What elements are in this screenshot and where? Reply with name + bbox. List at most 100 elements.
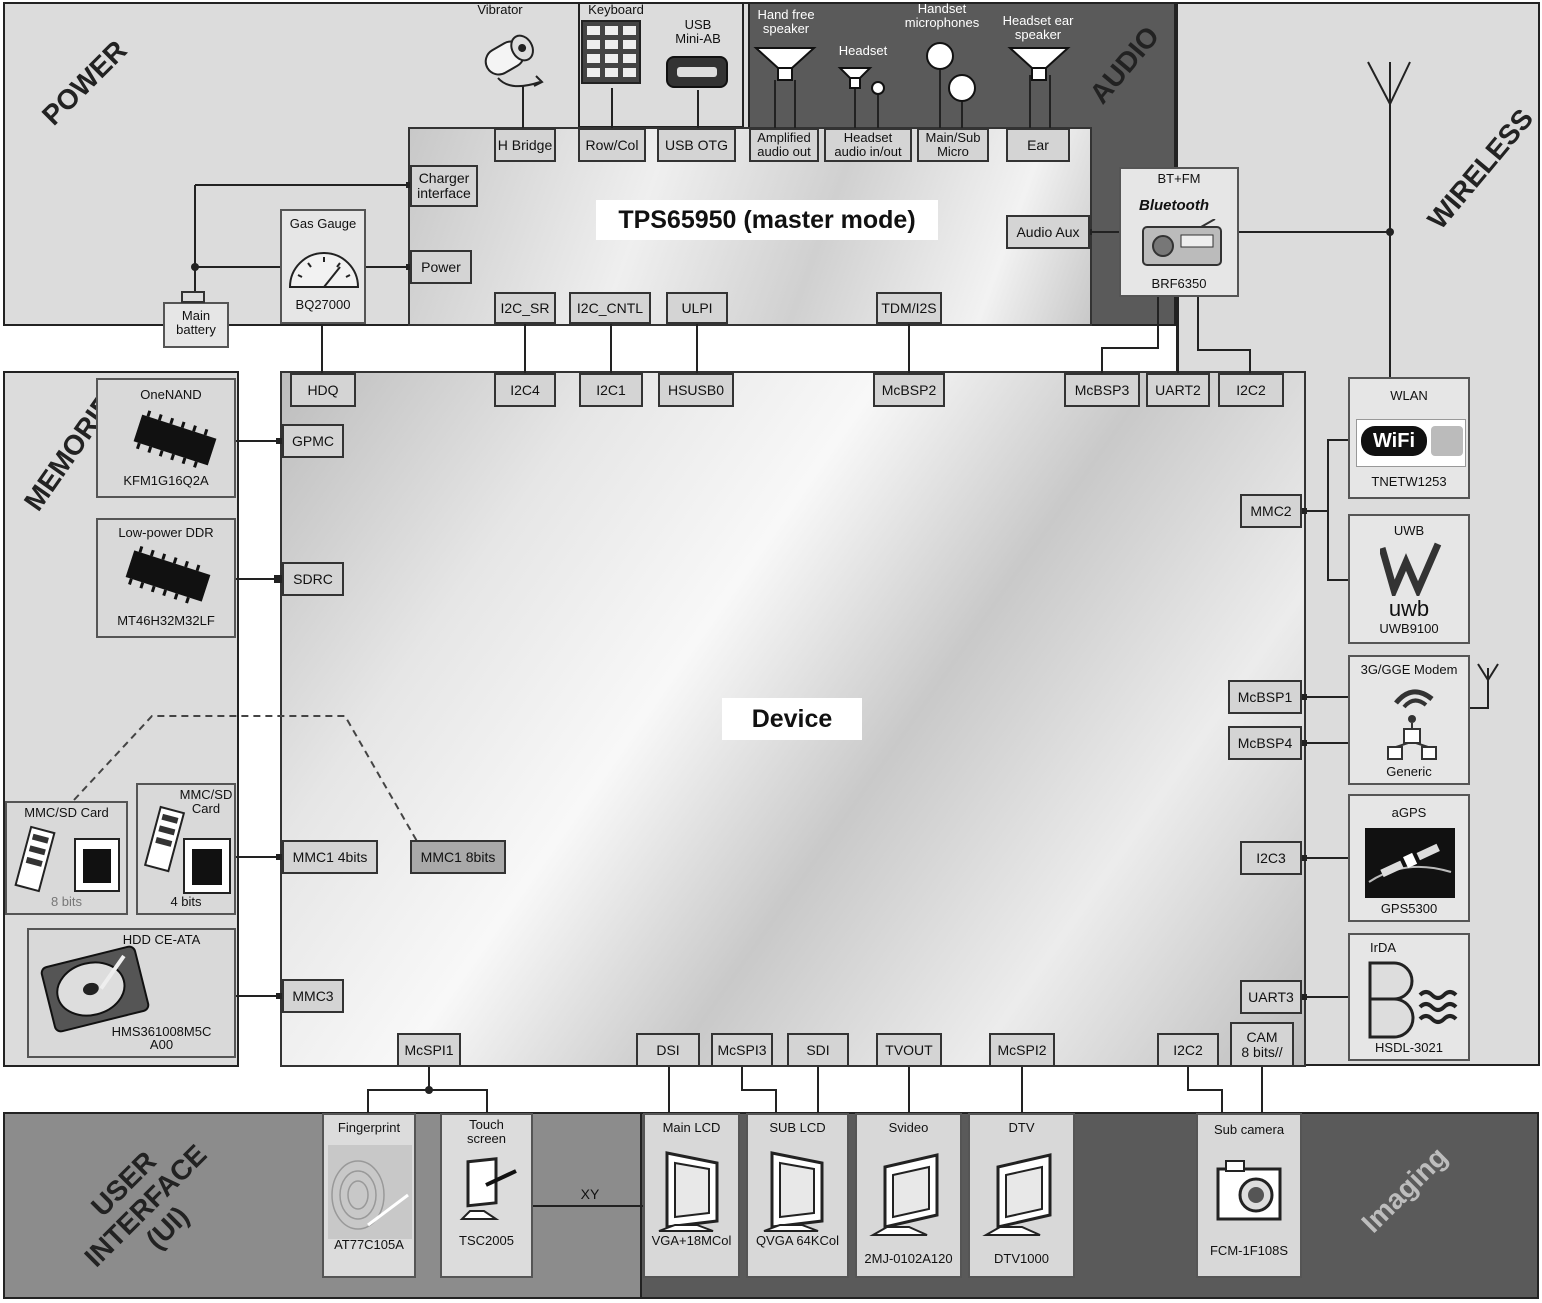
touch-title: Touch screen [466,1117,507,1146]
sub-lcd-title: SUB LCD [769,1120,826,1135]
main-lcd-part: VGA+18MCol [651,1233,732,1249]
modem-part: Generic [1386,764,1432,780]
sd-card-icon [13,825,123,895]
fingerprint-icon [328,1145,412,1239]
port-mcbsp1: McBSP1 [1228,680,1302,714]
port-audio-aux: Audio Aux [1006,215,1090,249]
port-mcspi1: McSPI1 [397,1033,461,1067]
dtv-part: DTV1000 [994,1251,1049,1267]
keyboard-icon [581,20,641,84]
port-i2c2-top: I2C2 [1218,373,1284,407]
mmc8-bits: 8 bits [50,894,83,910]
port-ulpi: ULPI [666,292,728,324]
port-sdrc: SDRC [282,562,344,596]
hdd-part: HMS361008M5C A00 [111,1023,212,1053]
modem-network-icon [1384,685,1440,765]
handset-microphones-label: Handset microphones [904,1,980,31]
irda-part: HSDL-3021 [1375,1040,1443,1056]
dtv-title: DTV [1008,1120,1035,1135]
port-mcspi3: McSPI3 [711,1033,773,1067]
mmc-sd-card-8bits: MMC/SD Card 8 bits [5,801,128,915]
wlan-module: WLAN WiFi TNETW1253 [1348,377,1470,499]
dtv-output: DTV DTV1000 [968,1113,1075,1278]
port-tvout: TVOUT [876,1033,942,1067]
mmc4-bits: 4 bits [170,894,202,910]
irda-module: IrDA HSDL-3021 [1348,933,1470,1061]
usb-connector-icon [665,55,729,91]
sub-camera-title: Sub camera [1213,1122,1285,1137]
port-gpmc: GPMC [282,424,344,458]
touch-screen-icon [456,1153,520,1225]
port-mmc2: MMC2 [1240,494,1302,528]
gauge-icon [286,245,362,291]
wifi-bands-icon [1431,426,1463,456]
monitor-icon-3 [869,1145,953,1239]
uwb-logo-icon [1378,542,1442,601]
port-i2c4: I2C4 [494,373,556,407]
onenand-chip-icon [128,408,222,472]
wifi-logo-text: WiFi [1361,426,1427,456]
speaker-icon [752,44,818,84]
port-i2c2-bottom: I2C2 [1157,1033,1219,1067]
wlan-part: TNETW1253 [1371,474,1447,490]
wlan-title: WLAN [1390,388,1428,403]
sd-card-icon-2 [143,801,236,895]
port-tdm-i2s: TDM/I2S [876,292,942,324]
bluetooth-logo: Bluetooth [1139,197,1209,214]
bt-fm-part: BRF6350 [1151,276,1207,292]
camera-icon [1212,1155,1292,1227]
battery-terminal [181,291,205,303]
port-amplified-audio-out: Amplified audio out [749,128,819,162]
fingerprint-part: AT77C105A [334,1237,404,1253]
sub-lcd: SUB LCD QVGA 64KCol [746,1113,849,1278]
main-battery-label: Main battery [176,308,216,337]
hdd-title: HDD CE-ATA [122,932,201,947]
hdd-ce-ata: HDD CE-ATA HMS361008M5C A00 [27,928,236,1058]
irda-icon [1364,961,1458,1039]
main-lcd-title: Main LCD [662,1120,721,1135]
port-cam-8bits: CAM 8 bits// [1230,1022,1294,1067]
headset-icon [836,64,892,98]
port-uart3: UART3 [1240,980,1302,1014]
uwb-module: UWB uwb UWB9100 [1348,514,1470,644]
port-dsi: DSI [636,1033,700,1067]
vibrator-label: Vibrator [477,2,523,17]
ddr-memory: Low-power DDR MT46H32M32LF [96,518,236,638]
port-uart2: UART2 [1146,373,1210,407]
radio-icon [1141,218,1223,269]
agps-part: GPS5300 [1380,901,1438,917]
port-mmc3: MMC3 [282,979,344,1013]
onenand-title: OneNAND [140,387,202,402]
ddr-chip-icon [120,544,216,608]
port-headset-audio-inout: Headset audio in/out [824,128,912,162]
uwb-title: UWB [1393,523,1425,538]
headset-ear-speaker-label: Headset ear speaker [1002,13,1074,43]
port-hdq: HDQ [290,373,356,407]
device-title: Device [722,698,862,740]
modem-title: 3G/GGE Modem [1360,662,1458,677]
sub-lcd-part: QVGA 64KCol [755,1233,840,1249]
mmc4-title: MMC/SD Card [179,787,233,816]
modem-module: 3G/GGE Modem Generic [1348,655,1470,785]
main-battery: Main battery [163,302,229,348]
port-row-col: Row/Col [578,128,646,162]
port-mcbsp3: McBSP3 [1064,373,1140,407]
monitor-icon-2 [758,1145,838,1239]
port-i2c-cntl: I2C_CNTL [569,292,651,324]
agps-title: aGPS [1391,805,1427,820]
svideo-output: Svideo 2MJ-0102A120 [855,1113,962,1278]
mmc-sd-card-4bits: MMC/SD Card 4 bits [136,783,236,915]
sub-camera-part: FCM-1F108S [1209,1243,1289,1259]
usb-label: USB Mini-AB [675,17,721,47]
agps-module: aGPS GPS5300 [1348,794,1470,922]
gas-gauge-part: BQ27000 [295,297,351,313]
main-lcd: Main LCD VGA+18MCol [643,1113,740,1278]
port-mmc1-4bits: MMC1 4bits [282,840,378,874]
sub-camera: Sub camera FCM-1F108S [1196,1113,1302,1278]
port-mcbsp2: McBSP2 [873,373,945,407]
mmc8-title: MMC/SD Card [24,805,109,820]
svideo-title: Svideo [888,1120,929,1135]
port-mmc1-8bits: MMC1 8bits [410,840,506,874]
touch-part: TSC2005 [459,1233,514,1249]
